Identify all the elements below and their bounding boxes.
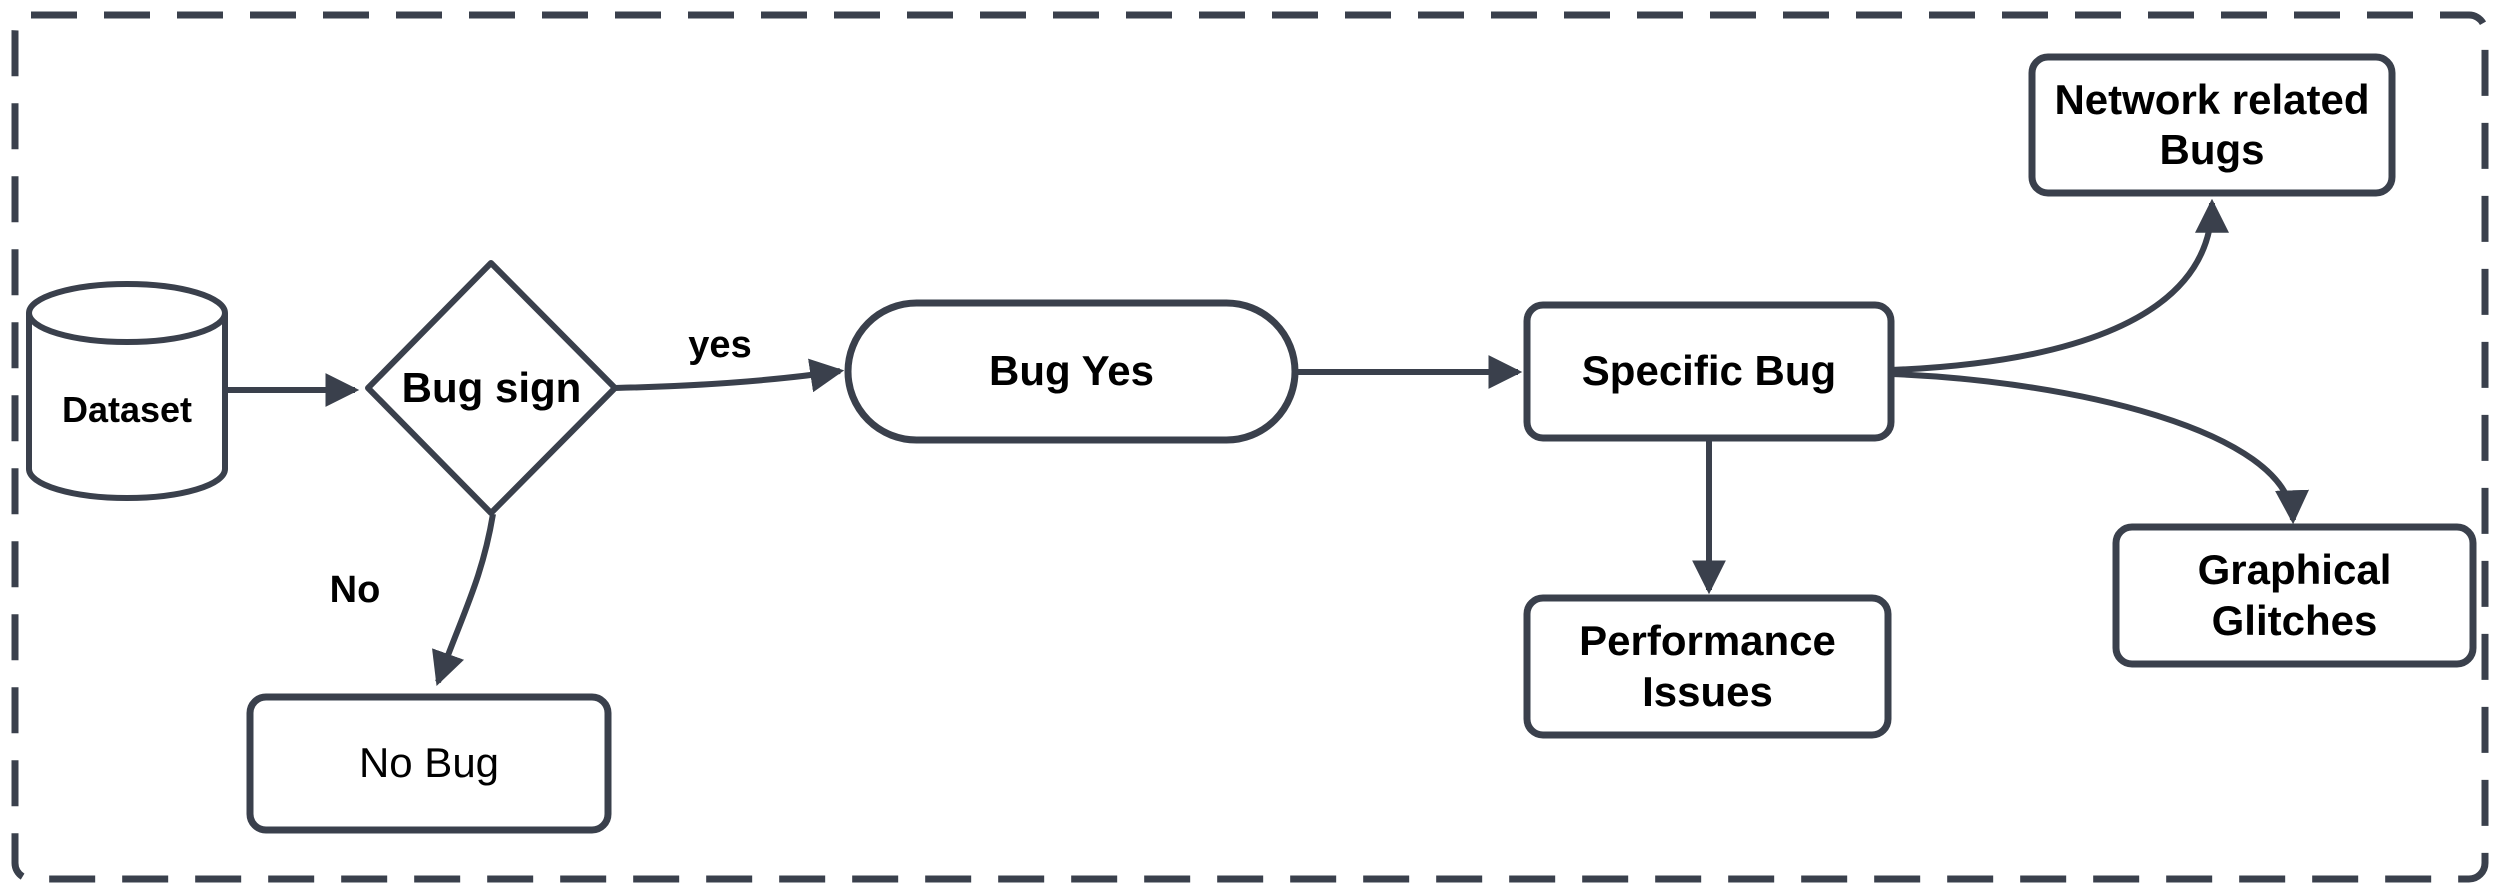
edge-bug-sign-to-no-bug: [432, 513, 496, 687]
specific-bug-rect-shape: [1523, 301, 1895, 442]
dashed-frame: [11, 11, 2489, 883]
bug-sign-diamond-shape: [365, 260, 618, 516]
bug-yes-stadium-shape: [844, 299, 1299, 444]
performance-issues-rect-shape: [1523, 594, 1892, 739]
edge-specific-bug-to-network-bugs: [1890, 198, 2229, 373]
graphical-glitches-rect-shape: [2112, 523, 2477, 668]
edge-specific-bug-to-graphical: [1890, 371, 2309, 525]
no-bug-rect-shape: [246, 693, 612, 834]
edge-bug-sign-to-bug-yes: [614, 358, 845, 393]
network-bugs-rect-shape: [2028, 53, 2396, 197]
dataset-cylinder-shape: [26, 281, 228, 501]
